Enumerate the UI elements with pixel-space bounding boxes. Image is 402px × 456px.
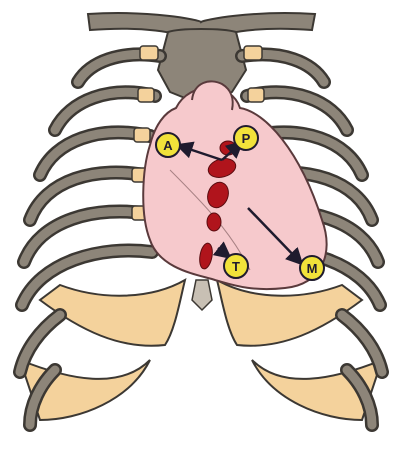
marker-a-label: A xyxy=(163,138,173,153)
marker-t-label: T xyxy=(232,259,240,274)
marker-t: T xyxy=(224,254,248,278)
marker-p: P xyxy=(234,126,258,150)
valve-lower xyxy=(207,213,221,231)
valve-top xyxy=(220,141,236,155)
marker-a: A xyxy=(156,133,180,157)
marker-p-label: P xyxy=(242,131,251,146)
marker-m-label: M xyxy=(307,261,318,276)
xiphoid-process xyxy=(192,280,212,310)
marker-m: M xyxy=(300,256,324,280)
